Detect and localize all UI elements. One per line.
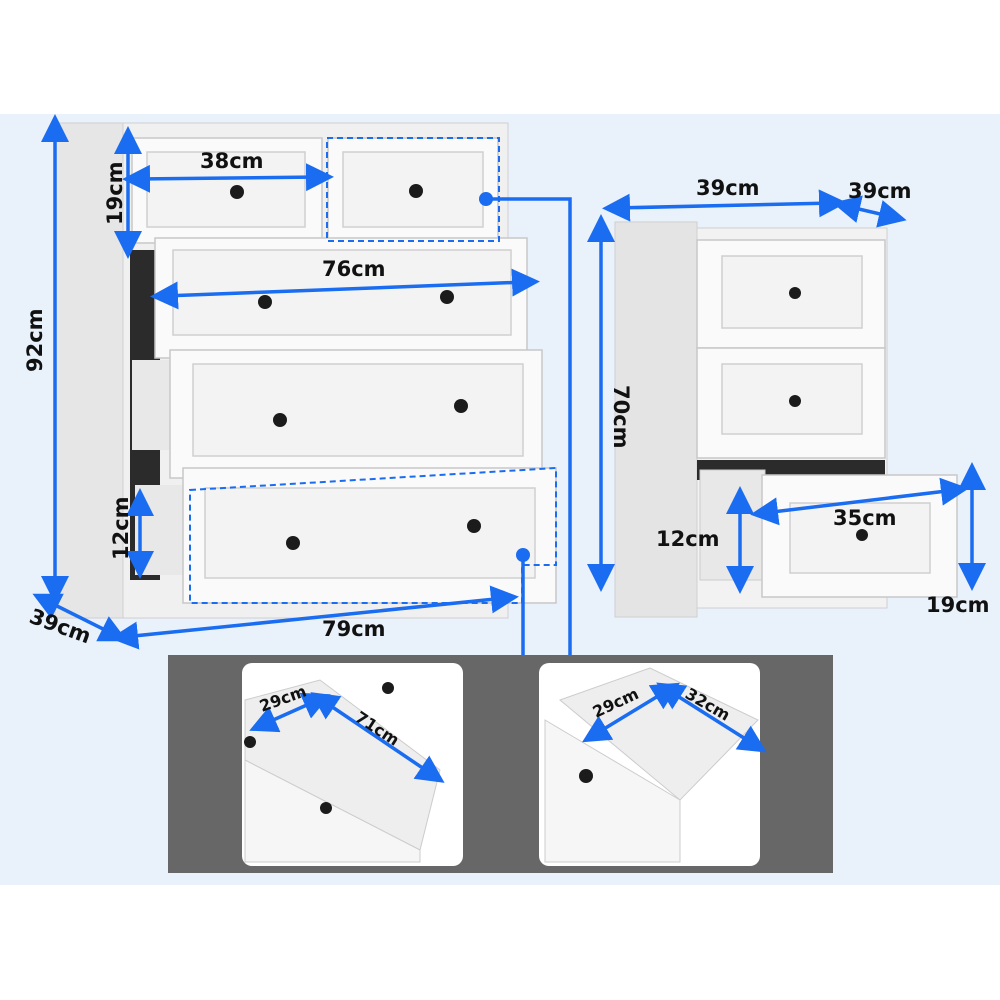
width-arrow (110, 585, 519, 650)
small-drawer-depth-arrow (582, 682, 680, 743)
top-right-drawer-highlight (326, 137, 500, 242)
large-drawer-depth-arrow (249, 692, 331, 733)
width-label: 79cm (322, 617, 386, 641)
large-drawer-inner-width-arrow (310, 692, 445, 783)
height-label: 92cm (23, 308, 47, 372)
small-width-label: 39cm (696, 176, 760, 200)
small-drawer-inner-height-label: 12cm (656, 527, 720, 551)
small-drawer-inner-width-arrow (656, 682, 767, 753)
small-drawer-detail-image (539, 663, 760, 866)
small-drawer-width-label: 35cm (833, 506, 897, 530)
long-drawer-width-label: 76cm (322, 257, 386, 281)
top-drawer-width-arrow (122, 163, 334, 193)
small-height-label: 70cm (609, 385, 633, 449)
small-drawer-height-label: 19cm (926, 593, 990, 617)
small-depth-arrow (832, 195, 907, 228)
top-drawer-width-label: 38cm (200, 149, 264, 173)
long-drawer-width-arrow (150, 268, 540, 310)
small-depth-label: 39cm (848, 179, 912, 203)
depth-arrow (32, 593, 128, 642)
bottom-drawer-height-label: 12cm (109, 496, 133, 560)
small-width-arrow (602, 189, 847, 222)
small-drawer-width-arrow (750, 477, 969, 526)
top-drawer-height-label: 19cm (103, 161, 127, 225)
connector-small-drawer (486, 197, 572, 675)
